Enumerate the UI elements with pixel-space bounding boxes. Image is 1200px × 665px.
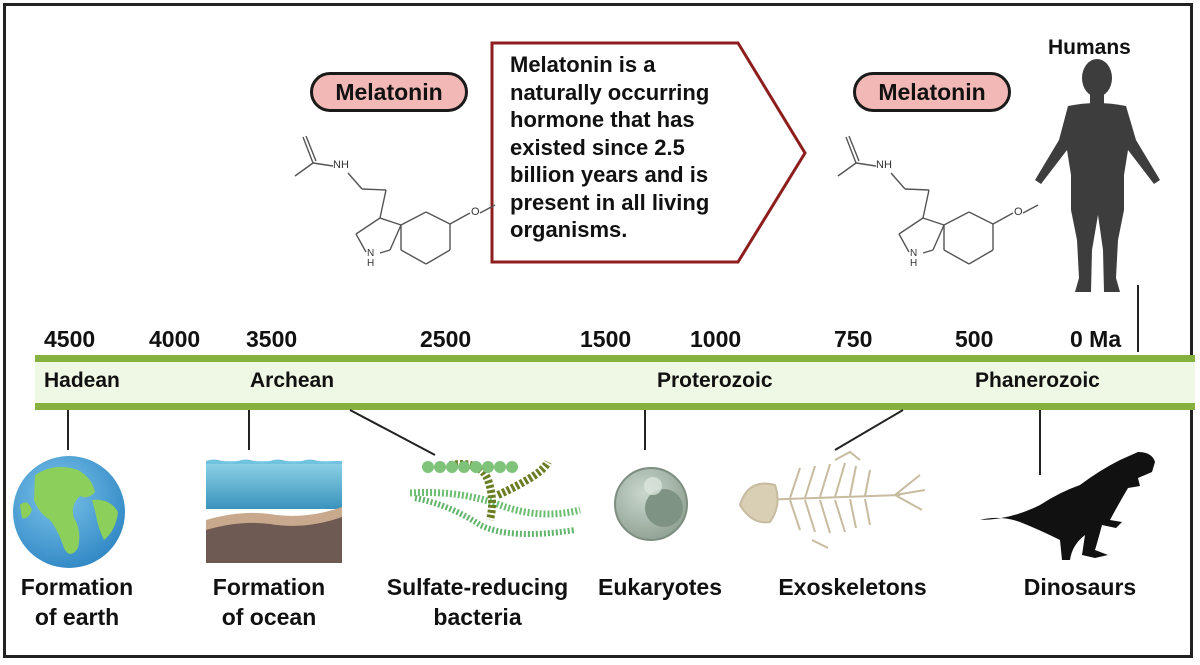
event-formation-of-ocean-line2: of ocean [221,604,317,630]
event-formation-of-ocean-line1: Formation [212,574,326,600]
event-formation-of-earth-line2: of earth [34,604,120,630]
event-eukaryotes: Eukaryotes [585,572,735,602]
molecule-left-o-label: O [471,206,480,218]
human-silhouette-icon [1035,59,1160,292]
event-formation-of-ocean: Formation of ocean [194,572,344,632]
tick-2500: 2500 [420,326,472,352]
event-dinosaurs-line1: Dinosaurs [1023,574,1137,600]
event-eukaryotes-line1: Eukaryotes [597,574,722,600]
eukaryote-cell-icon [614,467,688,541]
tick-1000: 1000 [690,326,742,352]
callout-box [490,41,807,264]
tick-4500: 4500 [44,326,96,352]
event-sulfate-reducing-bacteria-line2: bacteria [433,604,522,630]
event-sulfate-reducing-bacteria: Sulfate-reducing bacteria [370,572,585,632]
tick-500: 500 [955,326,994,352]
tick-3500: 3500 [246,326,298,352]
callout-text: Melatonin is a naturally occurring hormo… [510,52,710,242]
figure-frame [3,3,1193,658]
tick-750: 750 [834,326,873,352]
dinosaur-silhouette-icon [980,452,1155,560]
bacteria-chain-icon [409,460,581,537]
event-exoskeletons-line1: Exoskeletons [778,574,927,600]
humans-label: Humans [1048,36,1131,59]
molecule-right-h-label: H [910,258,918,269]
era-phanerozoic: Phanerozoic [975,369,1100,392]
event-formation-of-earth-line1: Formation [20,574,134,600]
tick-0-ma: 0 Ma [1070,326,1122,352]
event-connectors [67,409,1041,475]
event-exoskeletons: Exoskeletons [765,572,940,602]
tick-4000: 4000 [149,326,201,352]
melatonin-pill-left: Melatonin [310,72,468,112]
era-hadean: Hadean [44,369,120,392]
molecule-left-n-label: N [367,248,375,259]
molecule-right-o-label: O [1014,206,1023,218]
molecule-left-h-label: H [367,258,375,269]
earth-globe-icon [13,456,125,568]
melatonin-molecule-left [294,135,496,265]
melatonin-molecule-right [837,135,1039,265]
molecule-left-nh-label: NH [333,159,349,171]
timeline-band-fill [35,360,1195,406]
era-archean: Archean [250,369,335,392]
timeline-band-top [35,355,1195,362]
event-sulfate-reducing-bacteria-line1: Sulfate-reducing [386,574,569,600]
molecule-right-n-label: N [910,248,918,259]
event-dinosaurs: Dinosaurs [1000,572,1160,602]
melatonin-pill-right: Melatonin [853,72,1011,112]
timeline-band-bottom [35,403,1195,410]
fish-skeleton-icon [738,450,926,549]
ocean-cross-section-icon [206,459,342,563]
molecule-right-nh-label: NH [876,159,892,171]
tick-1500: 1500 [580,326,632,352]
event-formation-of-earth: Formation of earth [2,572,152,632]
era-proterozoic: Proterozoic [657,369,773,392]
